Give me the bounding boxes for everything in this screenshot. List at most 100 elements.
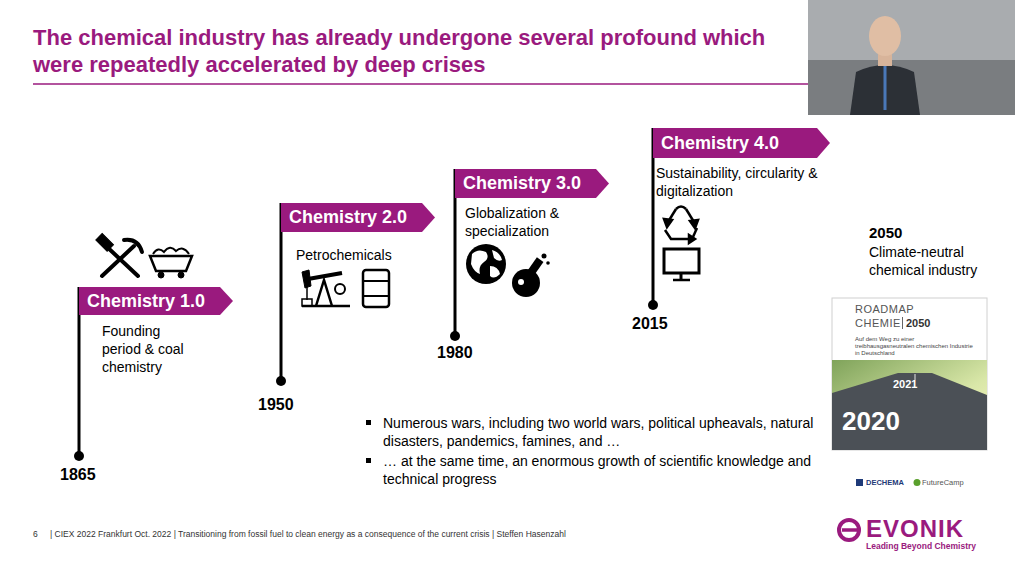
company-logo: EVONIK	[866, 514, 964, 544]
monitor-foot	[673, 279, 690, 282]
cover-page	[832, 298, 987, 450]
target-year: 2050	[869, 223, 902, 242]
hammer-handle	[106, 246, 138, 276]
recycle-arrow	[676, 207, 686, 210]
pump-beam	[308, 273, 342, 279]
monitor-screen	[664, 249, 699, 273]
hammer-pick-icon	[96, 234, 142, 276]
timeline-dot	[74, 451, 84, 461]
recycle-head	[689, 235, 695, 243]
banner-fill	[455, 169, 609, 198]
globe-land	[490, 250, 502, 278]
barrel-band	[363, 295, 389, 297]
barrel-icon	[363, 270, 389, 307]
speaker-lanyard	[884, 66, 887, 110]
era-heading: Chemistry 2.0	[281, 203, 407, 232]
speaker-head	[869, 16, 901, 56]
year-label: 1980	[437, 343, 473, 363]
era-banner: Chemistry 2.0	[281, 203, 435, 232]
video-wall	[808, 0, 1015, 60]
era-description: Sustainability, circularity & digitaliza…	[656, 164, 846, 200]
pump-head	[302, 270, 311, 288]
cover-title: ROADMAP	[855, 302, 914, 316]
mine-cart-icon	[150, 248, 192, 278]
cover-divider	[902, 317, 903, 329]
cover-title: CHEMIE	[855, 316, 901, 330]
road-number: 2020	[842, 405, 900, 438]
flask-bubble	[542, 254, 547, 259]
company-tagline: Leading Beyond Chemistry	[866, 541, 976, 552]
year-label: 1865	[60, 465, 96, 485]
footer-text: | CIEX 2022 Frankfurt Oct. 2022 | Transi…	[50, 529, 566, 540]
dechema-mark	[856, 479, 863, 486]
cover-road	[832, 373, 987, 450]
cover-photo	[832, 360, 987, 450]
flask-shine	[518, 279, 524, 285]
evonik-mark	[839, 520, 859, 540]
monitor-icon	[664, 249, 699, 280]
era-banner: Chemistry 3.0	[455, 169, 609, 198]
video-frame	[808, 0, 1015, 115]
era-banner: Chemistry 1.0	[79, 287, 233, 315]
flask-icon	[512, 254, 550, 298]
evonik-ring	[839, 520, 859, 540]
recycle-arrow	[665, 230, 690, 239]
globe-disc	[466, 244, 506, 284]
bullet-square	[366, 458, 371, 463]
banner-fill	[281, 203, 435, 232]
globe-icon	[466, 244, 506, 284]
road-number: 2021	[893, 377, 917, 391]
era-description: Globalization & specialization	[465, 204, 590, 240]
cart-wheel	[178, 272, 184, 278]
futurecamp-mark	[914, 479, 921, 486]
flask-bubble	[546, 261, 550, 265]
cover-subtitle: Auf dem Weg zu einer treibhausgasneutral…	[855, 336, 973, 357]
timeline-dot	[450, 331, 460, 341]
timeline-dot	[276, 376, 286, 386]
partner-logo: FutureCamp	[922, 478, 964, 487]
era-description: Petrochemicals	[296, 246, 426, 264]
year-label: 2015	[632, 314, 668, 334]
era-description: Founding period & coal chemistry	[102, 322, 202, 376]
book-cover	[832, 298, 987, 450]
era-heading: Chemistry 1.0	[79, 287, 205, 315]
era-banner: Chemistry 4.0	[653, 128, 830, 158]
timeline-dot	[648, 300, 658, 310]
partner-logo: DECHEMA	[866, 478, 904, 487]
recycle-icon	[664, 207, 698, 244]
year-label: 1950	[258, 395, 294, 415]
hammer-head	[96, 234, 114, 252]
pump-tower	[316, 280, 332, 306]
flask-bulb	[512, 269, 540, 297]
cart-coal	[153, 248, 189, 254]
recycle-head	[690, 220, 698, 228]
barrel-body	[363, 270, 389, 307]
era-heading: Chemistry 3.0	[455, 169, 581, 198]
page-number: 6	[33, 529, 38, 540]
bullet-square	[366, 420, 371, 425]
target-description: Climate-neutral chemical industry	[869, 243, 999, 279]
slide-title: The chemical industry has already underg…	[33, 24, 803, 78]
pump-well	[302, 299, 312, 306]
barrel-band	[363, 280, 389, 282]
timeline	[74, 128, 658, 461]
flask-neck	[527, 257, 544, 276]
era-heading: Chemistry 4.0	[653, 128, 779, 158]
banner-fill	[653, 128, 830, 158]
speaker-body	[850, 65, 920, 115]
cart-body	[150, 256, 192, 271]
pump-rod	[306, 286, 308, 300]
globe-land	[471, 250, 488, 274]
bullet-text: … at the same time, an enormous growth o…	[383, 452, 823, 488]
cover-title: 2050	[906, 316, 930, 330]
cart-wheel	[158, 272, 164, 278]
banner-fill	[79, 287, 233, 315]
bullet-text: Numerous wars, including two world wars,…	[383, 414, 823, 450]
speaker-video	[808, 0, 1015, 115]
pump-weight	[335, 284, 345, 294]
evonik-bar	[842, 528, 858, 532]
pick-head	[124, 240, 142, 252]
oil-pump-icon	[302, 270, 350, 306]
